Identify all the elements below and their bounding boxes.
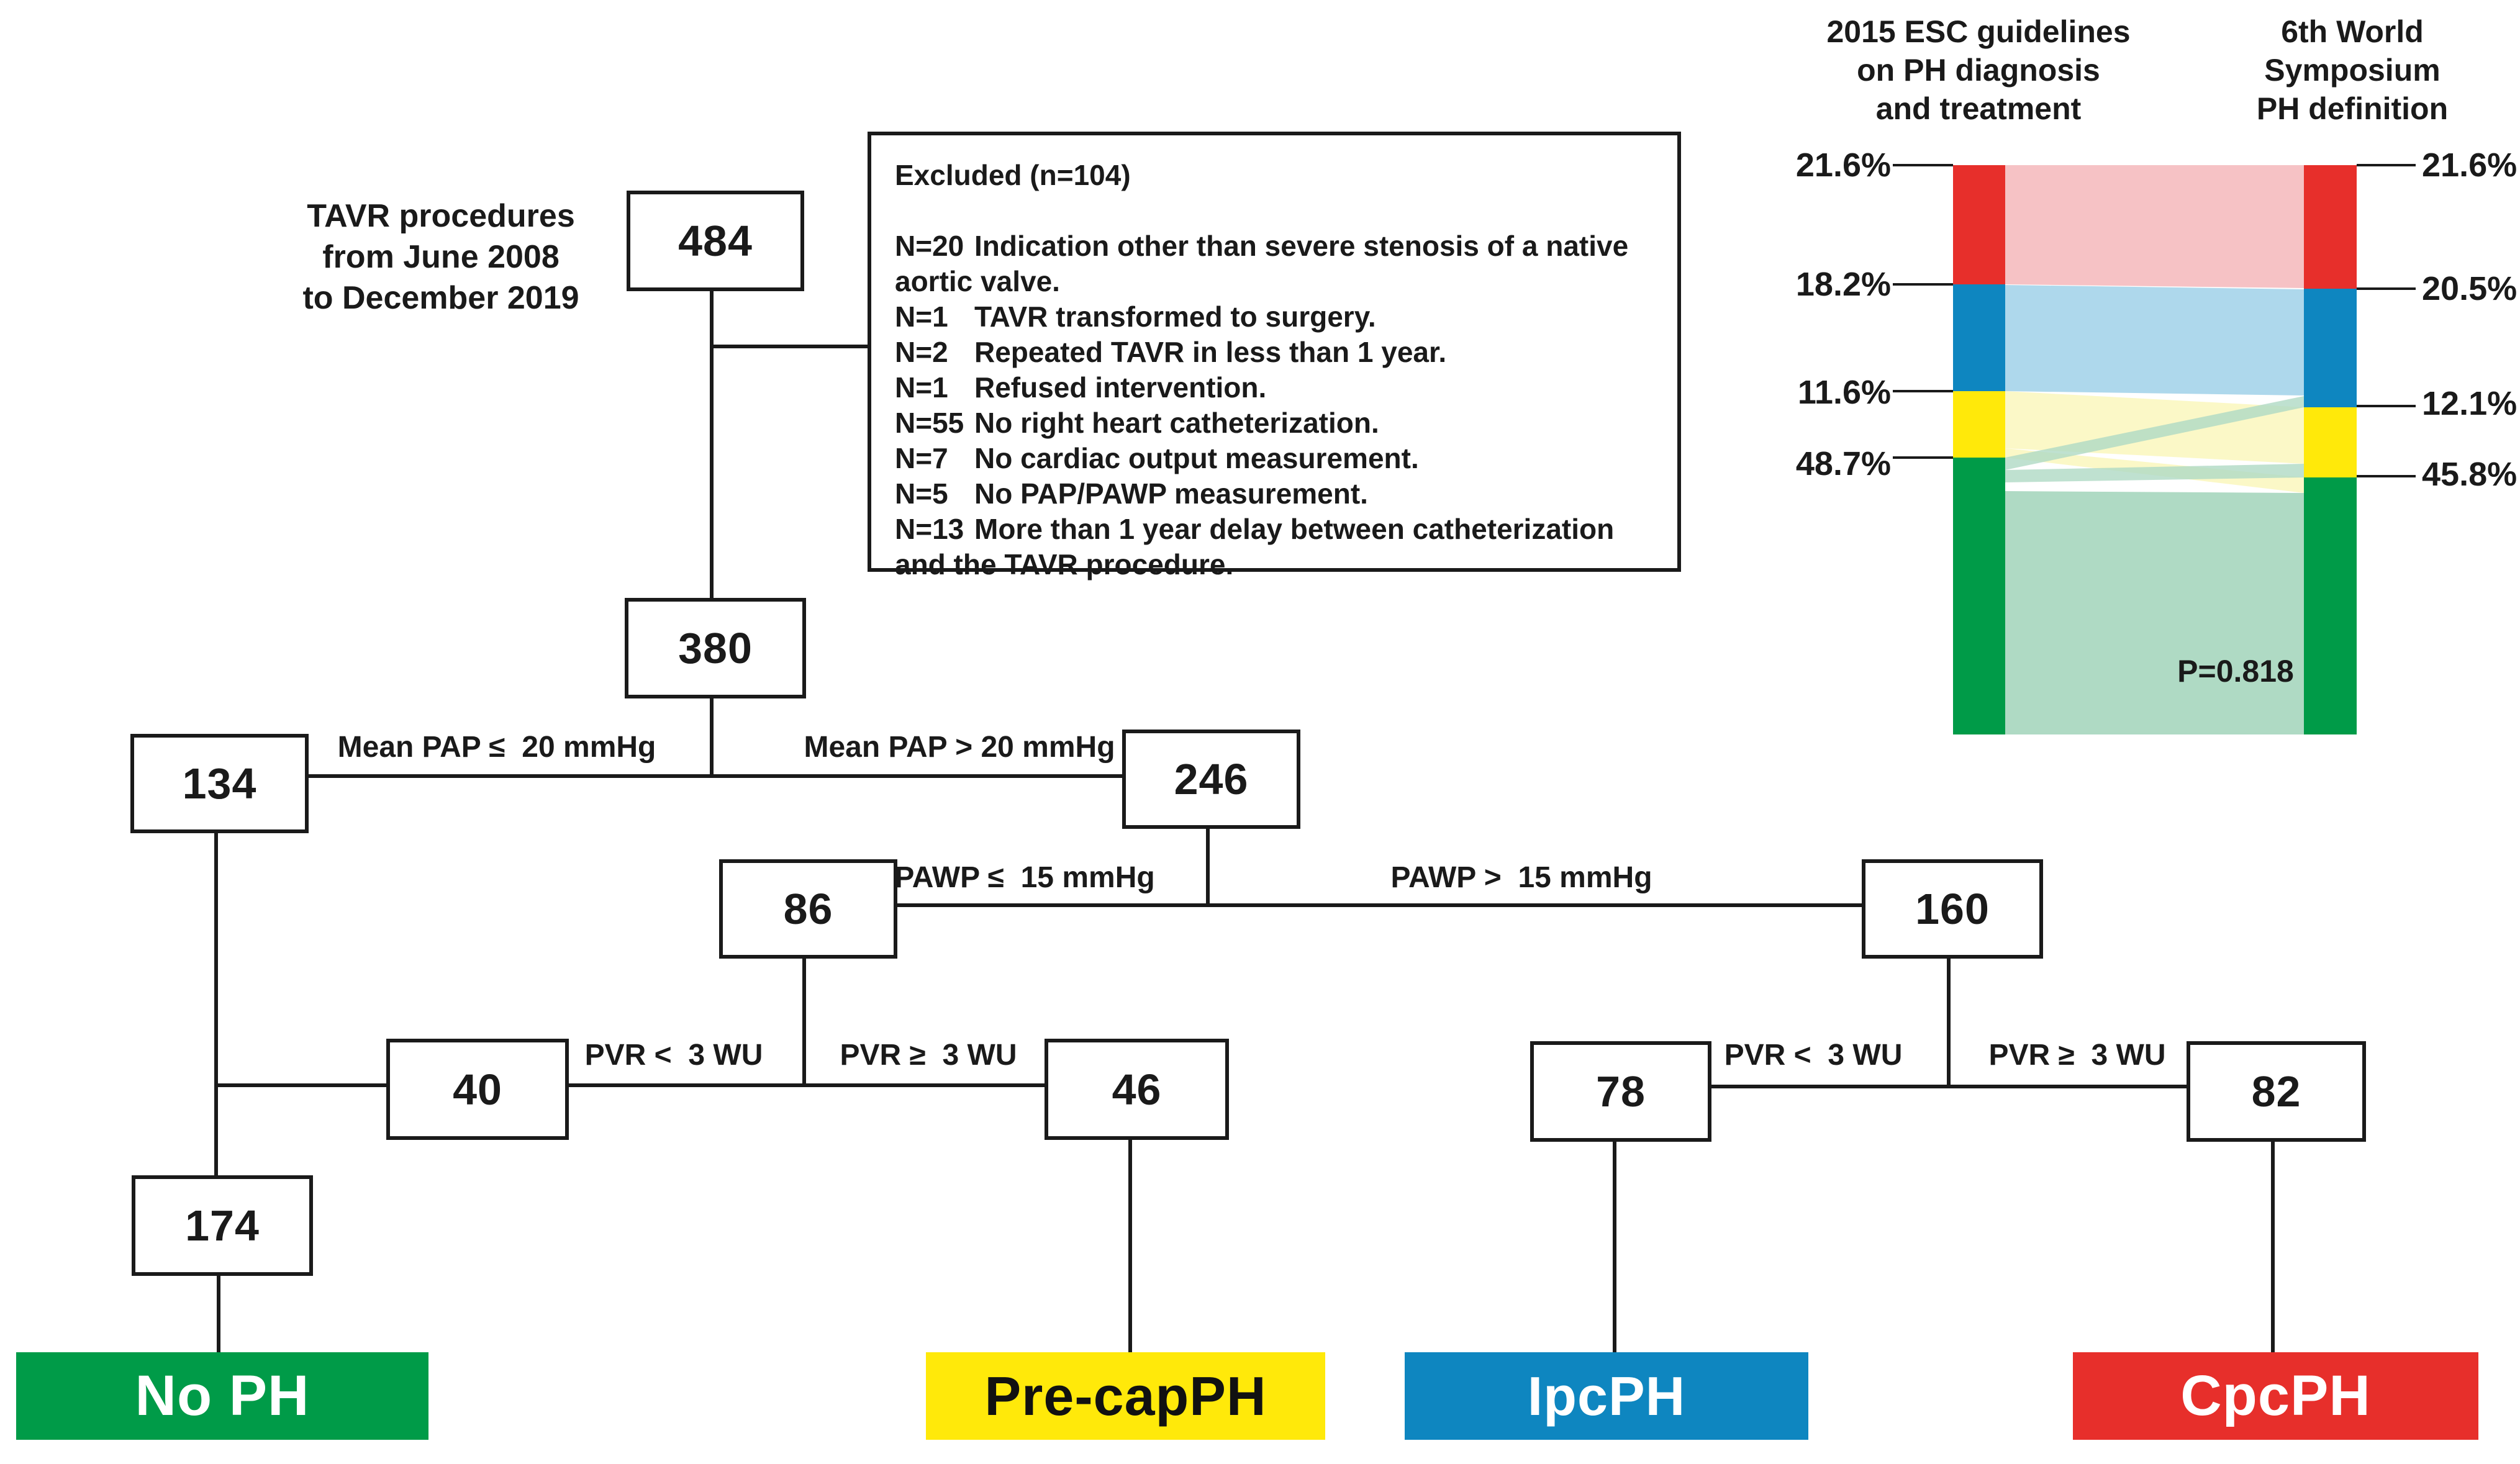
label-pvr-lt-right: PVR < 3 WU [1724,1039,1903,1072]
tick-right-0 [2357,164,2416,166]
connector-246-branch [1206,821,1210,907]
flow-noph-to-noph [2005,491,2304,734]
exclusion-line: aortic valve. [895,265,1060,297]
node-box-380: 380 [625,598,806,698]
right-pct-ipcph: 20.5% [2422,270,2518,307]
tick-right-3 [2357,475,2416,477]
tick-right-2 [2357,405,2416,407]
node-box-46: 46 [1045,1039,1229,1140]
category-box-no-ph: No PH [16,1352,428,1440]
connector-pap-branch [301,774,1122,778]
label-mean-pap-gt: Mean PAP > 20 mmHg [804,731,1115,764]
connector-78-ipcph [1613,1134,1616,1352]
label-pvr-lt-left: PVR < 3 WU [584,1039,763,1072]
node-box-160: 160 [1862,859,2043,959]
connector-40-46 [561,1083,1045,1087]
tick-left-3 [1893,456,1953,459]
flow-cpcph-to-cpcph [2005,165,2304,288]
p-value-label: P=0.818 [2177,654,2294,689]
connector-pawp-branch [890,903,1862,907]
right-bar-precapph [2304,407,2357,477]
left-pct-ipcph: 18.2% [1795,266,1891,303]
category-box-ipcph: IpcPH [1405,1352,1808,1440]
connector-134-174 [214,826,218,1175]
node-box-174: 174 [132,1175,313,1276]
label-pvr-ge-left: PVR ≥ 3 WU [840,1039,1017,1072]
right-bar-cpcph [2304,165,2357,289]
label-pvr-ge-right: PVR ≥ 3 WU [1988,1039,2166,1072]
flow-ipcph-to-ipcph [2005,285,2304,395]
left-bar-ipcph [1953,284,2005,391]
left-bar-cpcph [1953,165,2005,284]
node-box-82: 82 [2187,1041,2366,1142]
left-pct-precapph: 11.6% [1797,374,1891,411]
sankey-left-header: 2015 ESC guidelines on PH diagnosis and … [1826,14,2131,126]
exclusion-line: and the TAVR procedure. [895,548,1234,581]
left-pct-noph: 48.7% [1795,445,1891,482]
node-box-134: 134 [130,734,309,833]
sankey-right-header: 6th World Symposium PH definition [2256,14,2449,126]
label-pawp-gt: PAWP > 15 mmHg [1390,861,1652,894]
connector-40-left [216,1083,386,1087]
node-box-484: 484 [627,191,804,291]
connector-to-excluded [710,345,869,348]
left-pct-cpcph: 21.6% [1795,147,1891,184]
right-pct-precapph: 12.1% [2422,385,2518,422]
tick-left-1 [1893,283,1953,286]
connector-82-cpcph [2271,1134,2275,1352]
right-bar-ipcph [2304,289,2357,407]
category-box-pre-cap-ph: Pre-capPH [926,1352,1325,1440]
right-pct-cpcph: 21.6% [2422,147,2518,184]
connector-484-380 [710,284,714,598]
connector-78-82 [1704,1085,2187,1088]
node-box-86: 86 [719,859,897,959]
right-pct-noph: 45.8% [2422,456,2518,493]
right-bar-noph [2304,477,2357,734]
label-pawp-le: PAWP ≤ 15 mmHg [894,861,1155,894]
connector-46-precapph [1128,1132,1132,1352]
flow-noph-to-precap [2005,464,2304,482]
connector-174-noph [217,1268,220,1352]
left-bar-precapph [1953,391,2005,458]
connector-380-branch [710,691,714,778]
left-bar-noph [1953,458,2005,734]
category-box-cpcph: CpcPH [2073,1352,2478,1440]
connector-160-branch [1947,951,1951,1088]
connector-86-branch [802,951,806,1087]
flow-noph-to-ipcph [2005,396,2304,470]
label-mean-pap-le: Mean PAP ≤ 20 mmHg [337,731,656,764]
exclusion-title: Excluded (n=104) [895,159,1131,191]
tick-left-0 [1893,164,1953,166]
node-box-78: 78 [1530,1041,1711,1142]
intro-label: TAVR procedures from June 2008 to Decemb… [302,198,579,316]
node-box-40: 40 [386,1039,569,1140]
tick-right-1 [2357,287,2416,290]
tick-left-2 [1893,390,1953,392]
node-box-246: 246 [1122,730,1300,829]
